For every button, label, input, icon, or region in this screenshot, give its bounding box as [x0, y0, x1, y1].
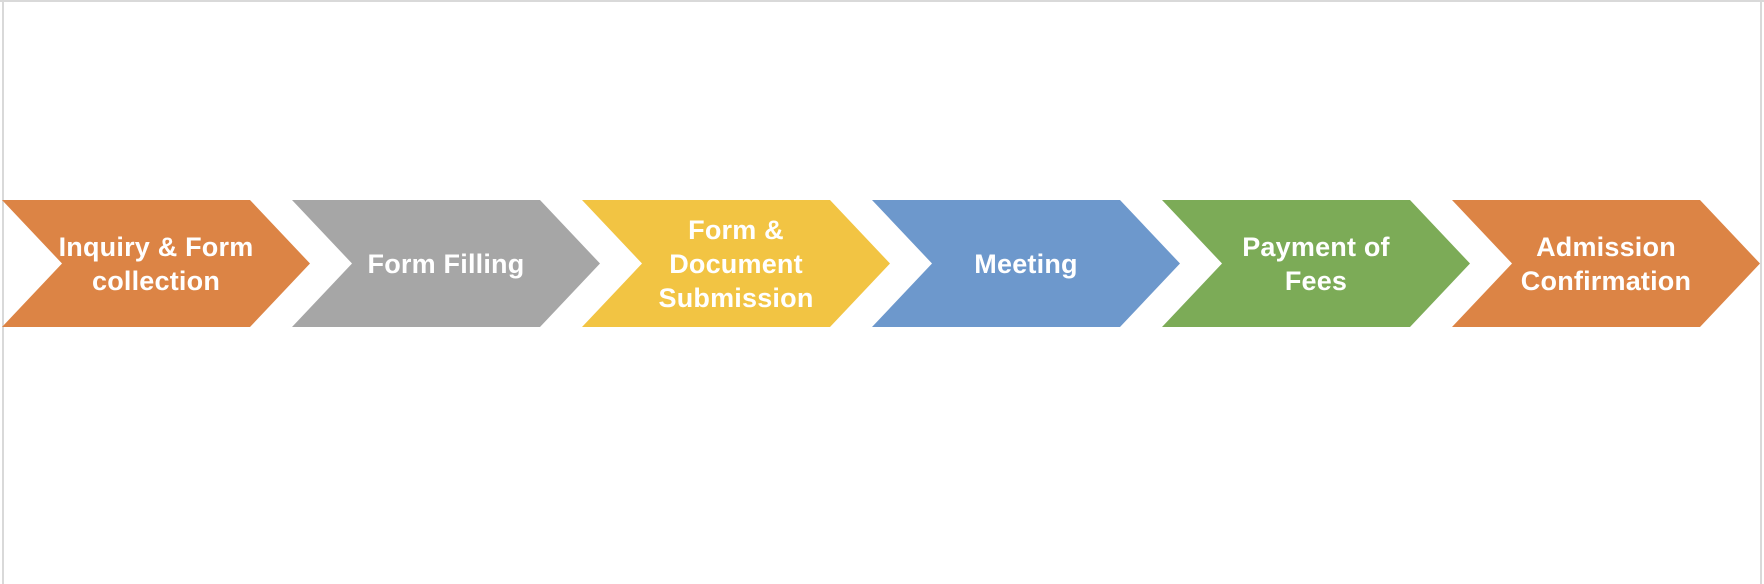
process-step-6[interactable]: Admission Confirmation	[1452, 200, 1760, 327]
page-border-right	[1760, 0, 1762, 584]
page-border-top	[0, 0, 1764, 2]
process-step-label: Payment of Fees	[1242, 231, 1390, 296]
process-step-label: Meeting	[974, 248, 1078, 279]
process-step-label: Form Filling	[367, 248, 525, 279]
process-step-5[interactable]: Payment of Fees	[1162, 200, 1470, 327]
process-step-4[interactable]: Meeting	[872, 200, 1180, 327]
process-step-label: Form & Document Submission	[658, 214, 814, 313]
page-border-left	[2, 0, 4, 584]
process-step-label: Inquiry & Form collection	[58, 231, 254, 296]
process-step-1[interactable]: Inquiry & Form collection	[2, 200, 310, 327]
process-step-label: Admission Confirmation	[1520, 231, 1692, 296]
process-step-2[interactable]: Form Filling	[292, 200, 600, 327]
process-step-3[interactable]: Form & Document Submission	[582, 200, 890, 327]
